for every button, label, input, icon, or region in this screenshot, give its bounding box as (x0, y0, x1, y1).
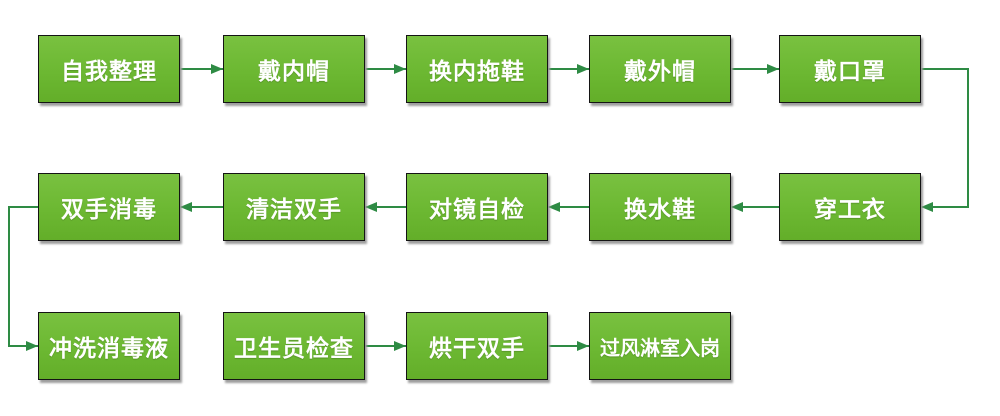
flow-node-change-inner-slippers: 换内拖鞋 (406, 35, 548, 103)
flow-node-label: 戴外帽 (624, 58, 696, 84)
flow-node-wear-work-clothes: 穿工衣 (779, 173, 921, 241)
flow-node-label: 自我整理 (61, 58, 157, 84)
flow-node-label: 换内拖鞋 (429, 58, 525, 84)
edge-arrow-elbow-left (8, 206, 38, 351)
flow-node-label: 换水鞋 (624, 196, 696, 222)
flow-node-label: 过风淋室入岗 (600, 337, 720, 360)
flow-node-wear-mask: 戴口罩 (779, 35, 921, 103)
flow-node-label: 对镜自检 (429, 196, 525, 222)
flow-node-label: 穿工衣 (814, 196, 886, 222)
flow-node-label: 冲洗消毒液 (49, 335, 169, 361)
flow-node-clean-hands: 清洁双手 (223, 173, 365, 241)
flow-node-change-water-boots: 换水鞋 (589, 173, 731, 241)
flow-node-self-tidy: 自我整理 (38, 35, 180, 103)
flow-node-label: 烘干双手 (429, 335, 525, 361)
flow-node-mirror-self-check: 对镜自检 (406, 173, 548, 241)
edge-arrow-elbow-right (921, 68, 969, 212)
flow-node-hand-disinfect: 双手消毒 (38, 173, 180, 241)
flow-node-label: 清洁双手 (246, 196, 342, 222)
flow-node-hygienist-check: 卫生员检查 (223, 312, 365, 380)
flow-node-dry-hands: 烘干双手 (406, 312, 548, 380)
flow-node-wear-outer-cap: 戴外帽 (589, 35, 731, 103)
flow-node-air-shower-entry: 过风淋室入岗 (589, 312, 731, 380)
flow-node-label: 戴内帽 (258, 58, 330, 84)
flow-node-label: 卫生员检查 (234, 335, 354, 361)
flow-node-rinse-disinfectant: 冲洗消毒液 (38, 312, 180, 380)
flow-node-wear-inner-cap: 戴内帽 (223, 35, 365, 103)
flow-node-label: 双手消毒 (61, 196, 157, 222)
flow-node-label: 戴口罩 (814, 58, 886, 84)
